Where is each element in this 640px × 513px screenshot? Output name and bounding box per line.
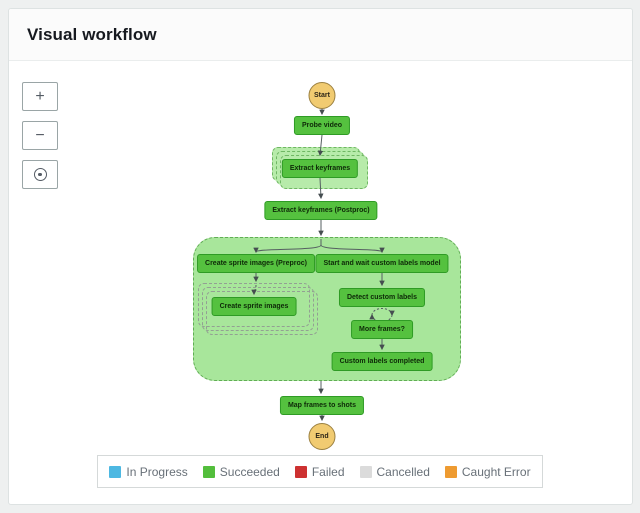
cancelled-swatch-icon: [359, 465, 372, 478]
zoom-out-button[interactable]: −: [22, 121, 58, 150]
caught-error-swatch-icon: [444, 465, 457, 478]
center-view-button[interactable]: [22, 160, 58, 189]
node-custom-labels-completed[interactable]: Custom labels completed: [331, 352, 433, 371]
node-probe-video[interactable]: Probe video: [293, 116, 351, 135]
node-extract-keyframes-postproc[interactable]: Extract keyframes (Postproc): [264, 201, 378, 220]
end-node: End: [308, 423, 336, 450]
legend-item-failed: Failed: [294, 465, 345, 479]
legend-item-succeeded: Succeeded: [202, 465, 280, 479]
center-target-icon: [33, 168, 47, 181]
legend-item-caught-error: Caught Error: [444, 465, 531, 479]
submap-stack-layer: [198, 283, 310, 327]
minus-icon: −: [35, 126, 45, 144]
legend-item-in-progress: In Progress: [109, 465, 188, 479]
plus-icon: +: [35, 87, 45, 105]
map-state-create-sprite-images[interactable]: [198, 283, 318, 335]
start-node: Start: [308, 82, 336, 109]
panel-header: Visual workflow: [9, 9, 632, 61]
node-create-sprite-images[interactable]: Create sprite images: [211, 297, 297, 316]
succeeded-swatch-icon: [202, 465, 215, 478]
node-detect-custom-labels[interactable]: Detect custom labels: [338, 288, 426, 307]
legend-item-cancelled: Cancelled: [359, 465, 430, 479]
failed-swatch-icon: [294, 465, 307, 478]
node-map-frames-to-shots[interactable]: Map frames to shots: [279, 396, 365, 415]
in-progress-swatch-icon: [109, 465, 122, 478]
node-extract-keyframes[interactable]: Extract keyframes: [281, 159, 359, 178]
submap-stack-layer: [206, 291, 318, 335]
page-title: Visual workflow: [27, 24, 157, 44]
zoom-in-button[interactable]: +: [22, 82, 58, 111]
node-create-sprite-images-preproc[interactable]: Create sprite images (Preproc): [197, 254, 315, 273]
node-more-frames[interactable]: More frames?: [351, 320, 413, 339]
node-start-and-wait-custom-labels-model[interactable]: Start and wait custom labels model: [315, 254, 449, 273]
status-legend: In Progress Succeeded Failed Cancelled C…: [97, 455, 543, 488]
submap-stack-layer: [202, 287, 314, 331]
